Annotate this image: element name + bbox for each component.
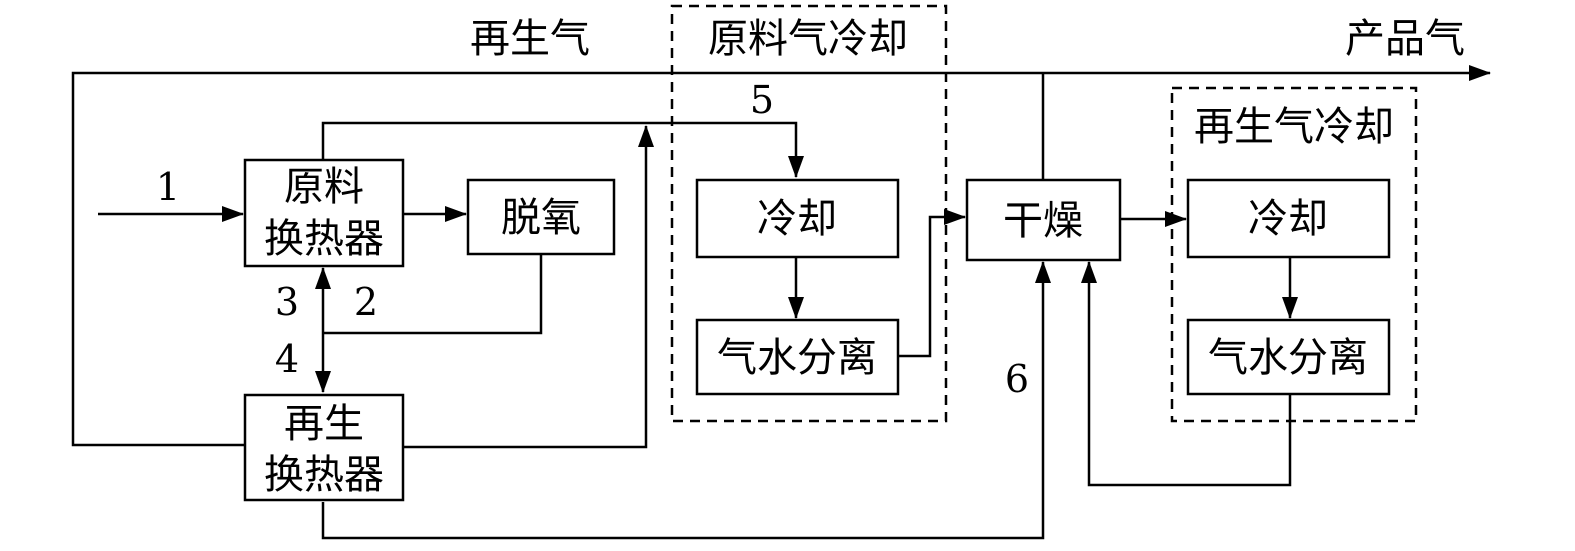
cooling-2-label: 冷却 [1248, 196, 1328, 242]
sep1-to-dryer-line [898, 209, 966, 358]
stream-4-number: 4 [275, 337, 299, 381]
dryer-label: 干燥 [1003, 198, 1083, 244]
separator-1-label: 气水分离 [717, 335, 877, 381]
stream-2-number: 2 [354, 280, 378, 324]
stream-6-line [321, 261, 1051, 540]
stream-5-line [321, 121, 804, 178]
regen-heat-exchanger-box [243, 393, 405, 502]
deoxygen-box [466, 178, 616, 256]
stream-1-number: 1 [156, 165, 180, 209]
separator-2-label: 气水分离 [1208, 335, 1368, 381]
regen-gas-cooling-group [1170, 86, 1418, 423]
cooling-2-box [1186, 178, 1391, 259]
cooling-1-box [695, 178, 900, 259]
feed-heat-exchanger-box [243, 158, 405, 268]
stream-6-number: 6 [1005, 357, 1029, 401]
regen-gas-label: 再生气 [470, 16, 590, 62]
stream-3-number: 3 [275, 280, 299, 324]
feed-hx-label-1: 原料 [284, 164, 364, 210]
regen-cooling-group-label: 再生气冷却 [1194, 104, 1394, 150]
regen-hx-label-1: 再生 [284, 401, 364, 447]
regen-gas-line [71, 65, 1491, 447]
regen-hx-outlet-line [403, 125, 654, 449]
separator-1-box [695, 318, 900, 396]
regen-hx-label-2: 换热器 [264, 452, 384, 498]
separator-2-box [1186, 318, 1391, 396]
stream-5-number: 5 [750, 78, 774, 122]
product-gas-label: 产品气 [1345, 16, 1465, 62]
dryer-box [965, 178, 1122, 262]
sep2-return-line [1081, 261, 1292, 487]
feed-hx-label-2: 换热器 [264, 216, 384, 262]
cooling-1-label: 冷却 [757, 196, 837, 242]
stream-2-line [323, 254, 543, 335]
deoxygen-label: 脱氧 [501, 195, 581, 241]
feed-cooling-group-label: 原料气冷却 [708, 16, 908, 62]
